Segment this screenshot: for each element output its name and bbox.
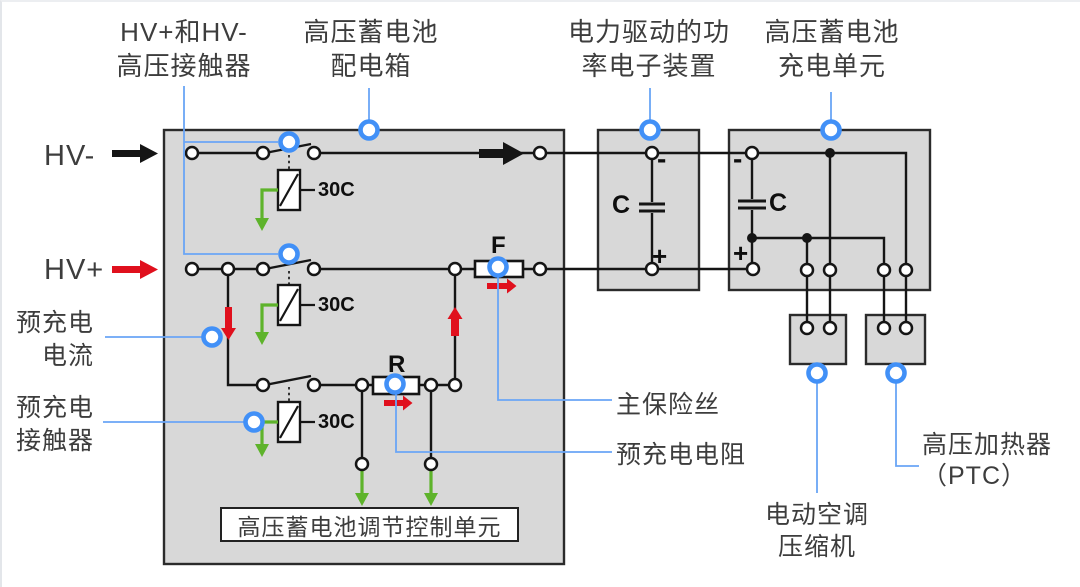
callout-lines <box>103 86 919 493</box>
hotspot-battery-distribution-box[interactable] <box>358 119 380 141</box>
chg-plus-sign: + <box>733 238 749 268</box>
precharge-contact-blade <box>264 374 312 387</box>
label-power-electronics: 电力驱动的功 率电子装置 <box>554 15 744 83</box>
label-hv-heater: 高压加热器 （PTC） <box>922 430 1052 492</box>
label-precharge-current: 预充电 电流 <box>2 307 94 373</box>
hotspot-precharge-resistor[interactable] <box>384 373 406 395</box>
hotspot-power-electronics[interactable] <box>639 119 661 141</box>
hv-minus-entry-arrow <box>112 144 158 163</box>
hotspot-hv-plus-contactor[interactable] <box>278 243 300 265</box>
hotspot-precharge-contactor[interactable] <box>243 411 265 433</box>
label-charging-unit-line2: 充电单元 <box>777 51 886 81</box>
pe-plus-sign: + <box>652 241 668 271</box>
label-precharge-contactor-line2: 接触器 <box>15 427 94 455</box>
hotspots <box>201 119 907 433</box>
resistor-letter: R <box>388 351 406 378</box>
label-precharge-contactor: 预充电 接触器 <box>2 392 94 458</box>
relay1-30c-label: 30C <box>318 179 355 201</box>
label-precharge-resistor: 预充电电阻 <box>616 441 747 469</box>
hotspot-hv-heater[interactable] <box>885 362 907 384</box>
label-power-electronics-line1: 电力驱动的功 <box>567 17 730 47</box>
label-battery-box-line1: 高压蓄电池 <box>303 17 439 47</box>
chg-capacitor-plates <box>738 199 766 210</box>
plus-bus <box>752 236 886 328</box>
label-precharge-current-line2: 电流 <box>41 342 94 370</box>
label-main-fuse: 主保险丝 <box>616 391 721 419</box>
relay3-30c-label: 30C <box>318 411 355 433</box>
label-precharge-contactor-line1: 预充电 <box>15 394 94 422</box>
fuse-letter: F <box>491 232 506 259</box>
label-ac-compressor-line2: 压缩机 <box>777 533 856 561</box>
label-hv-contactors-line1: HV+和HV- <box>120 17 248 47</box>
label-hv-minus: HV- <box>44 140 96 172</box>
contactor-relays <box>276 168 315 444</box>
pe-capacitor-plates <box>639 202 665 213</box>
hotspot-main-fuse[interactable] <box>487 256 509 278</box>
hv-minus-flow-arrow <box>479 142 524 165</box>
precharge-current-up-arrow <box>447 307 463 336</box>
battery-control-unit-label: 高压蓄电池调节控制单元 <box>237 513 502 540</box>
hotspot-charging-unit[interactable] <box>820 119 842 141</box>
hotspot-ac-compressor[interactable] <box>806 362 828 384</box>
chg-capacitor-letter: C <box>769 189 788 217</box>
red-current-arrows <box>221 278 517 411</box>
label-battery-distribution-box: 高压蓄电池 配电箱 <box>280 15 462 83</box>
resistor-current-arrow <box>384 395 413 411</box>
hv-minus-contactor-relay <box>276 168 315 212</box>
green-arrowheads <box>255 218 438 506</box>
terminals <box>184 145 914 472</box>
hotspot-precharge-current[interactable] <box>201 326 223 348</box>
hotspot-hv-minus-contactor[interactable] <box>278 131 300 153</box>
battery-control-unit-box: 高压蓄电池调节控制单元 <box>220 507 519 542</box>
chg-minus-sign: - <box>733 143 743 174</box>
pe-minus-sign: - <box>657 143 667 174</box>
label-hv-heater-line1: 高压加热器 <box>922 431 1053 459</box>
ac-compressor-box <box>788 313 848 366</box>
label-charging-unit-line1: 高压蓄电池 <box>764 17 900 47</box>
hv-plus-entry-arrow <box>112 260 158 279</box>
label-hv-contactors: HV+和HV- 高压接触器 <box>93 15 275 83</box>
label-battery-box-line2: 配电箱 <box>330 51 412 81</box>
fuse-current-arrow <box>487 278 517 294</box>
label-ac-compressor-line1: 电动空调 <box>764 501 869 529</box>
pe-capacitor-letter: C <box>612 191 631 219</box>
label-hv-contactors-line2: 高压接触器 <box>116 51 252 81</box>
precharge-current-down-arrow <box>221 307 236 340</box>
hv-heater-box <box>864 313 927 366</box>
relay2-30c-label: 30C <box>318 294 355 316</box>
junction-dots <box>747 148 835 243</box>
label-hv-plus: HV+ <box>44 254 105 286</box>
label-power-electronics-line2: 率电子装置 <box>581 51 717 81</box>
label-ac-compressor: 电动空调 压缩机 <box>729 499 905 563</box>
precharge-contactor-relay <box>276 400 315 444</box>
label-precharge-current-line1: 预充电 <box>15 309 94 337</box>
label-charging-unit: 高压蓄电池 充电单元 <box>737 15 927 83</box>
label-hv-heater-line2: （PTC） <box>922 462 1028 490</box>
